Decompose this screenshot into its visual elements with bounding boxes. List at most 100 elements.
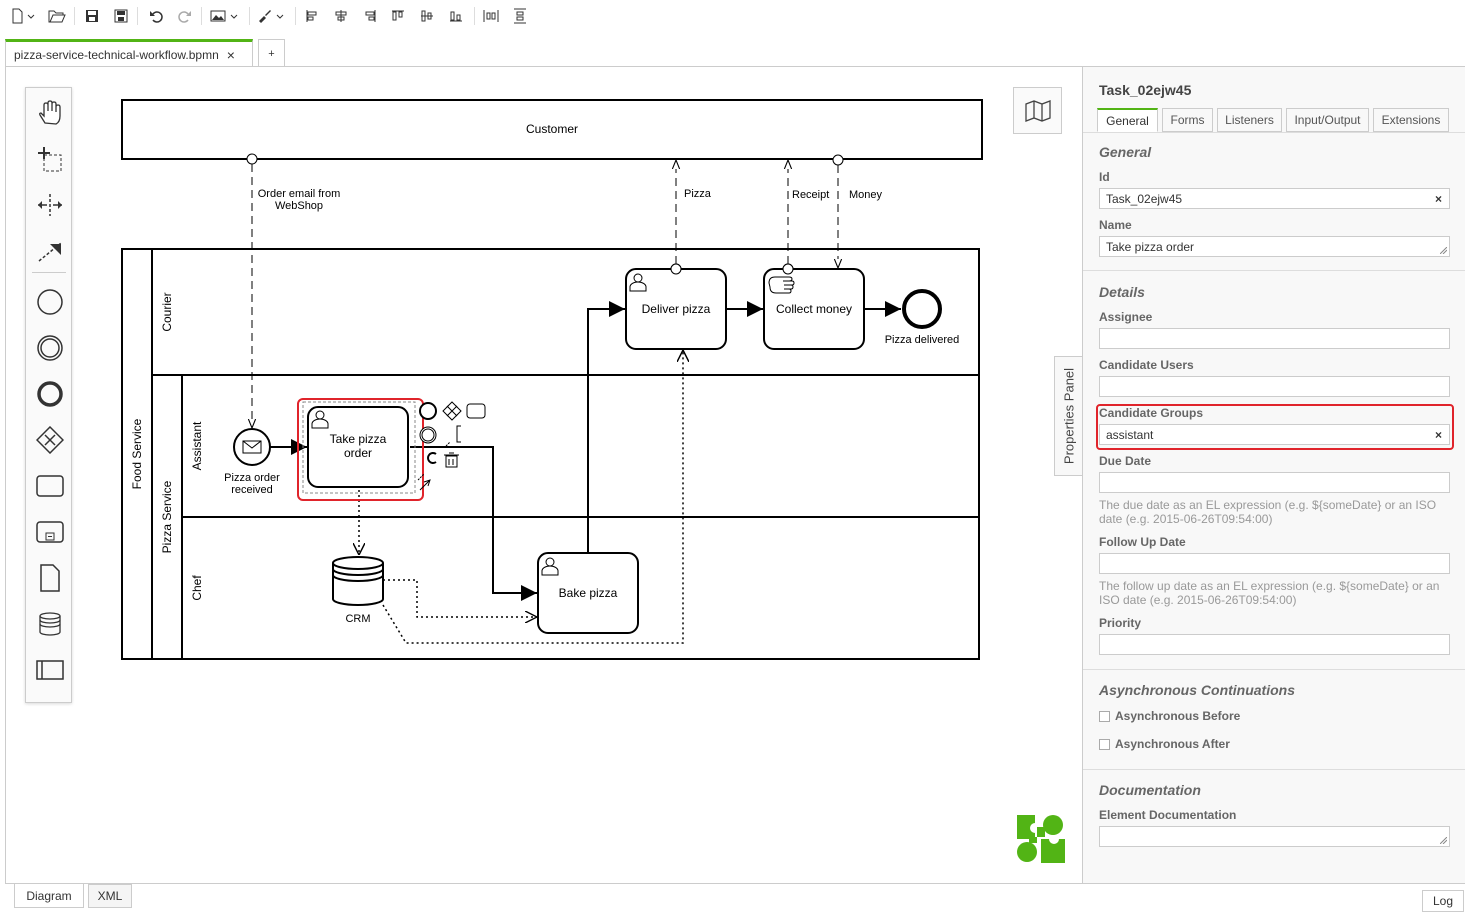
bpmn-canvas[interactable]: Customer Food Service Courier Pizza Serv… <box>0 0 1080 884</box>
task-take-pizza-order[interactable]: Take pizza order <box>297 398 424 501</box>
checkbox-icon[interactable] <box>1099 710 1110 722</box>
change-type-wrench-icon[interactable] <box>427 452 437 464</box>
log-button[interactable]: Log <box>1422 890 1464 912</box>
distribute-vertical-button[interactable] <box>511 6 529 26</box>
undo-button[interactable] <box>146 6 166 26</box>
sequence-flow-bake-to-deliver[interactable] <box>587 301 625 552</box>
candidate-groups-field[interactable]: assistant × <box>1099 424 1450 445</box>
align-top-button[interactable] <box>389 6 407 26</box>
chef-lane[interactable]: Chef <box>190 575 204 601</box>
async-after-checkbox[interactable]: Asynchronous After <box>1099 737 1230 751</box>
sequence-flow-take-order-to-bake[interactable] <box>410 446 537 601</box>
align-center-icon <box>335 10 347 22</box>
tab-input-output[interactable]: Input/Output <box>1286 108 1369 132</box>
assignee-field[interactable] <box>1099 328 1450 349</box>
tab-extensions[interactable]: Extensions <box>1373 108 1449 132</box>
align-left-button[interactable] <box>303 6 321 26</box>
due-date-field[interactable] <box>1099 472 1450 493</box>
clear-id-icon[interactable]: × <box>1434 192 1442 206</box>
align-bottom-button[interactable] <box>447 6 465 26</box>
datastore-crm[interactable]: CRM <box>332 556 384 625</box>
task-collect-money[interactable]: Collect money <box>763 263 865 350</box>
distribute-horizontal-button[interactable] <box>482 6 500 26</box>
bpmn-io-logo[interactable] <box>1015 813 1067 868</box>
map-icon <box>1024 99 1051 122</box>
follow-up-date-field[interactable] <box>1099 553 1450 574</box>
add-tab-button[interactable]: + <box>258 39 285 67</box>
customer-pool[interactable]: Customer <box>121 99 983 160</box>
task-label: Bake pizza <box>559 586 618 600</box>
message-label-money: Money <box>849 189 883 201</box>
message-flow-money[interactable]: Money <box>832 154 883 268</box>
create-data-store-button[interactable] <box>26 605 73 643</box>
align-middle-icon <box>421 10 433 22</box>
message-label-order-email-2: WebShop <box>275 200 323 212</box>
element-id-title: Task_02ejw45 <box>1099 82 1192 98</box>
add-annotation-icon[interactable] <box>456 425 461 443</box>
message-flow-order-email[interactable]: Order email from WebShop <box>246 153 340 428</box>
clear-candidate-groups-icon[interactable]: × <box>1434 428 1442 442</box>
async-before-checkbox[interactable]: Asynchronous Before <box>1099 709 1240 723</box>
data-association-crm-to-bake[interactable] <box>383 579 537 617</box>
delete-trash-icon[interactable] <box>445 455 458 468</box>
tab-listeners[interactable]: Listeners <box>1217 108 1282 132</box>
bottom-bar: Diagram XML <box>0 884 1470 919</box>
sequence-flows[interactable] <box>270 301 901 601</box>
align-right-button[interactable] <box>361 6 379 26</box>
tab-forms[interactable]: Forms <box>1162 108 1213 132</box>
distribute-horizontal-icon <box>483 10 499 22</box>
checkbox-icon[interactable] <box>1099 738 1110 750</box>
id-field[interactable]: Task_02ejw45 × <box>1099 188 1450 209</box>
file-tab-bar: pizza-service-technical-workflow.bpmn × … <box>0 36 1470 68</box>
tab-xml[interactable]: XML <box>88 884 132 908</box>
new-file-button[interactable] <box>9 6 37 26</box>
color-picker-button[interactable] <box>256 6 286 26</box>
user-task-icon <box>311 410 329 429</box>
textarea-resize-icon[interactable] <box>1440 247 1447 254</box>
close-tab-icon[interactable]: × <box>226 46 235 63</box>
hand-tool-button[interactable] <box>26 94 73 132</box>
end-event-pizza-delivered[interactable]: Pizza delivered <box>885 289 960 346</box>
priority-field[interactable] <box>1099 634 1450 655</box>
assistant-lane[interactable]: Assistant <box>182 421 979 518</box>
candidate-users-field[interactable] <box>1099 376 1450 397</box>
textarea-resize-icon[interactable] <box>1440 837 1447 844</box>
create-task-button[interactable] <box>26 467 73 505</box>
create-end-event-button[interactable] <box>26 375 73 413</box>
name-label: Name <box>1099 218 1132 232</box>
file-tab[interactable]: pizza-service-technical-workflow.bpmn × <box>5 39 253 67</box>
align-middle-button[interactable] <box>418 6 436 26</box>
candidate-groups-highlight <box>1096 404 1454 450</box>
create-subprocess-button[interactable] <box>26 513 73 551</box>
properties-panel: Task_02ejw45 General Forms Listeners Inp… <box>1082 67 1465 883</box>
id-label: Id <box>1099 170 1110 184</box>
lasso-tool-button[interactable] <box>26 140 73 178</box>
name-field[interactable]: Take pizza order <box>1099 236 1450 257</box>
task-bake-pizza[interactable]: Bake pizza <box>537 552 639 634</box>
create-pool-button[interactable] <box>26 651 73 689</box>
create-gateway-button[interactable] <box>26 421 73 459</box>
assignee-label: Assignee <box>1099 310 1153 324</box>
connect-arrow-icon[interactable] <box>419 479 431 491</box>
properties-panel-toggle[interactable]: Properties Panel <box>1054 356 1083 476</box>
save-button[interactable] <box>82 6 102 26</box>
export-image-button[interactable] <box>209 6 241 26</box>
save-as-button[interactable] <box>111 6 131 26</box>
create-data-object-button[interactable] <box>26 559 73 597</box>
redo-button[interactable] <box>175 6 195 26</box>
append-end-event-icon[interactable] <box>419 402 437 420</box>
task-deliver-pizza[interactable]: Deliver pizza <box>625 268 727 350</box>
align-center-button[interactable] <box>332 6 350 26</box>
create-intermediate-event-button[interactable] <box>26 329 73 367</box>
append-task-icon[interactable] <box>466 403 486 419</box>
minimap-toggle-button[interactable] <box>1013 87 1062 134</box>
courier-lane[interactable]: Courier <box>152 292 979 376</box>
tab-diagram[interactable]: Diagram <box>14 884 84 908</box>
space-tool-button[interactable] <box>26 186 73 224</box>
tab-general[interactable]: General <box>1097 108 1158 132</box>
create-start-event-button[interactable] <box>26 283 73 321</box>
element-documentation-field[interactable] <box>1099 826 1450 847</box>
start-event-pizza-order-received[interactable]: Pizza order received <box>224 428 280 496</box>
global-connect-tool-button[interactable] <box>26 232 73 270</box>
open-file-button[interactable] <box>46 6 68 26</box>
